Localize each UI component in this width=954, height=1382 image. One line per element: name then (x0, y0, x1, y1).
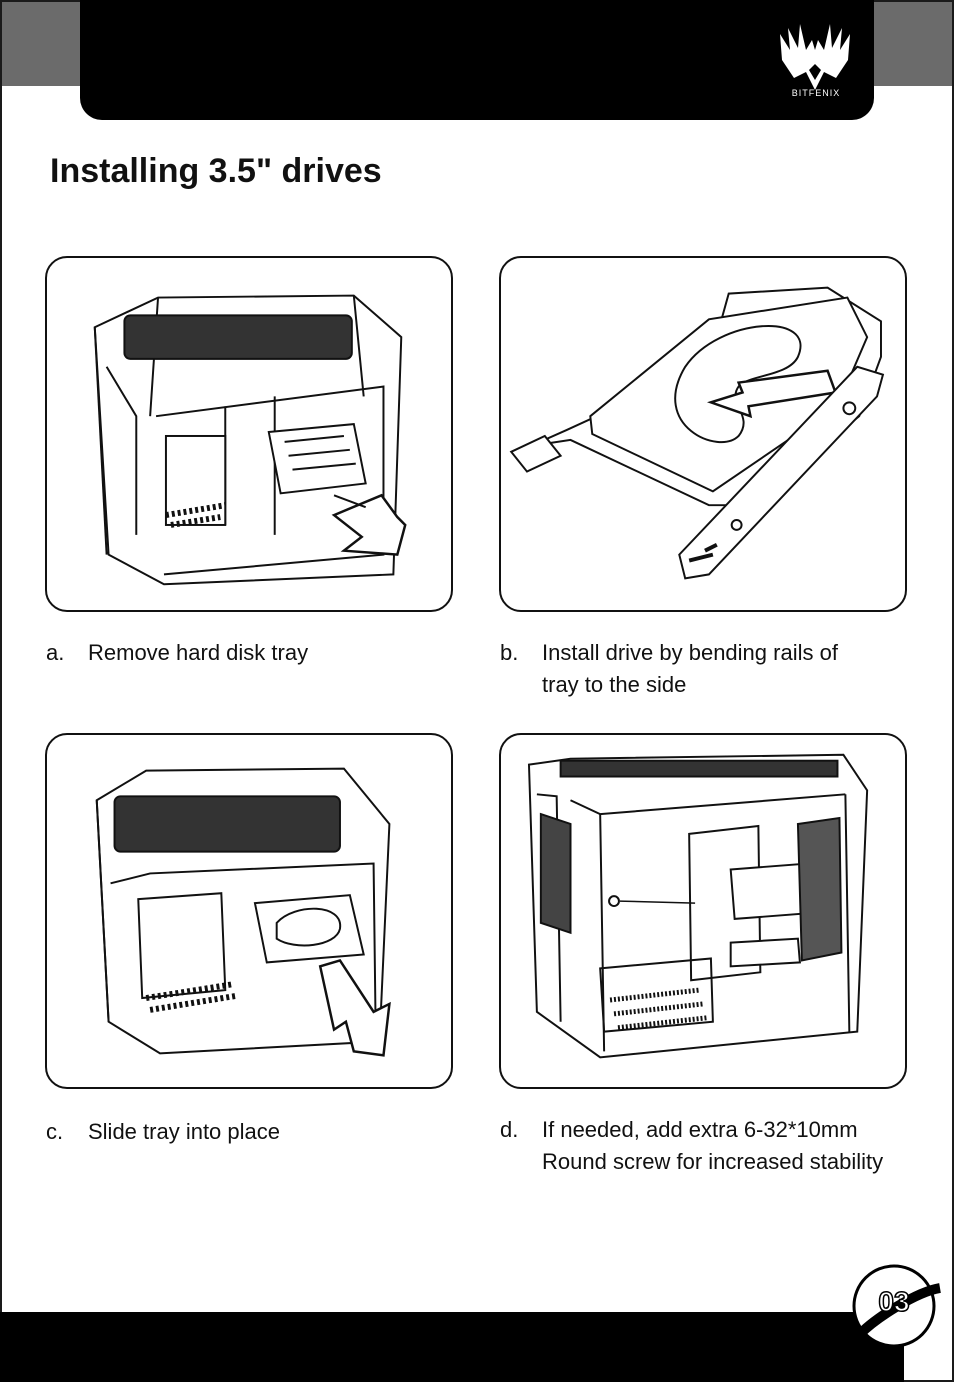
corner-block-left (2, 2, 80, 86)
page-title: Installing 3.5" drives (50, 152, 382, 190)
illustration-remove-tray (45, 256, 453, 612)
corner-block-right (874, 2, 952, 86)
page-badge-icon (852, 1264, 942, 1348)
step-letter: b. (500, 640, 519, 665)
illustration-drive-in-tray (499, 256, 907, 612)
step-caption-a: a. Remove hard disk tray (46, 637, 446, 669)
step-caption-d: d. If needed, add extra 6-32*10mm Round … (500, 1114, 920, 1178)
step-text: Install drive by bending rails of tray t… (542, 640, 838, 697)
illustration-insert-tray (45, 733, 453, 1089)
step-text: Remove hard disk tray (88, 640, 309, 665)
illustration-add-screw (499, 733, 907, 1089)
step-letter: c. (46, 1119, 64, 1144)
step-letter: d. (500, 1117, 519, 1142)
step-letter: a. (46, 640, 65, 665)
header-bar (80, 0, 874, 120)
footer-bar (0, 1312, 904, 1382)
brand-wordmark: BITFENIX (791, 88, 841, 98)
step-caption-c: c. Slide tray into place (46, 1116, 446, 1148)
bitfenix-logo-icon (780, 24, 850, 90)
step-text: If needed, add extra 6-32*10mm Round scr… (542, 1117, 884, 1174)
step-text: Slide tray into place (88, 1119, 280, 1144)
step-caption-b: b. Install drive by bending rails of tra… (500, 637, 910, 701)
page-number: 03 (878, 1285, 911, 1318)
